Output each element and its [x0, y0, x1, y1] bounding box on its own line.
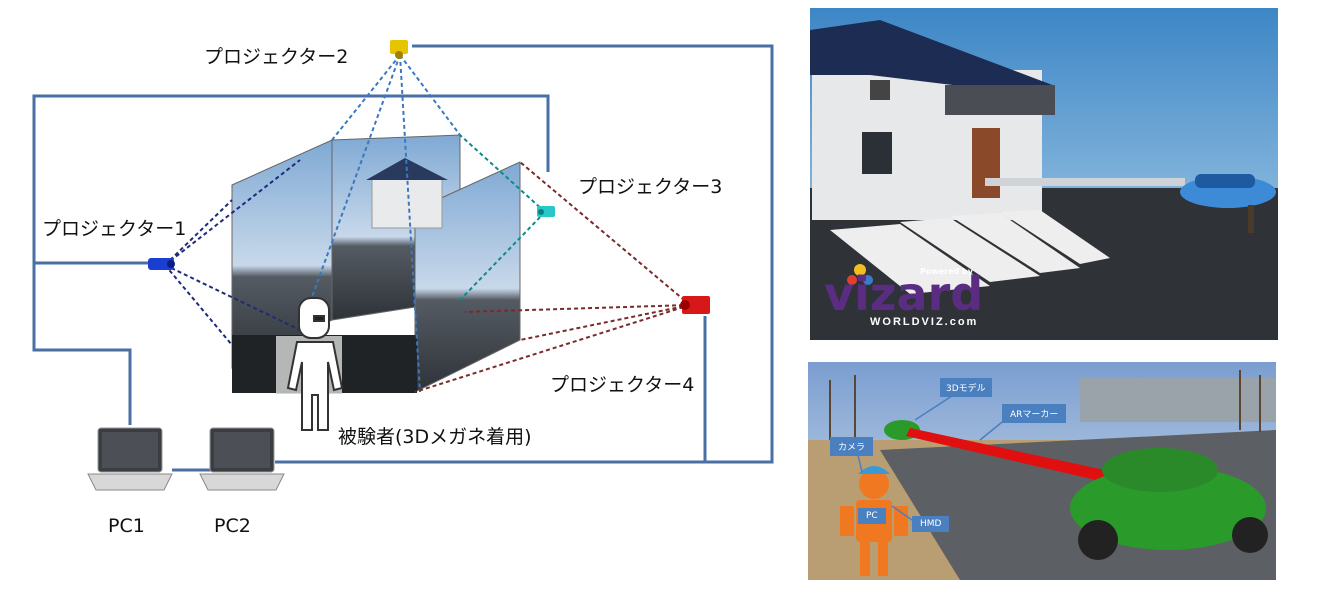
projector2-icon [390, 40, 408, 59]
projector1-label: プロジェクター1 [42, 214, 186, 241]
worldviz-text: WORLDVIZ.com [870, 316, 978, 328]
pc1-label: PC1 [108, 515, 145, 537]
projector4-icon [680, 296, 710, 314]
projector1-icon [148, 258, 175, 270]
projector2-label: プロジェクター2 [204, 42, 348, 69]
ar-label-pc: PC [858, 508, 886, 524]
ar-label-camera: カメラ [830, 437, 873, 456]
powered-by-text: Powered by [920, 267, 973, 276]
cave-system-diagram [0, 0, 800, 596]
subject-label: 被験者(3Dメガネ着用) [338, 422, 532, 449]
pc2-label: PC2 [214, 515, 251, 537]
projector3-label: プロジェクター3 [578, 172, 722, 199]
projector4-label: プロジェクター4 [550, 370, 694, 397]
ar-label-3d-model: 3Dモデル [940, 378, 992, 397]
ar-label-hmd: HMD [912, 516, 949, 532]
ar-label-ar-marker: ARマーカー [1002, 404, 1066, 423]
projector3-icon [537, 206, 555, 217]
pc1-laptop-icon [88, 428, 172, 490]
cube-screens [232, 135, 520, 393]
pc2-laptop-icon [200, 428, 284, 490]
